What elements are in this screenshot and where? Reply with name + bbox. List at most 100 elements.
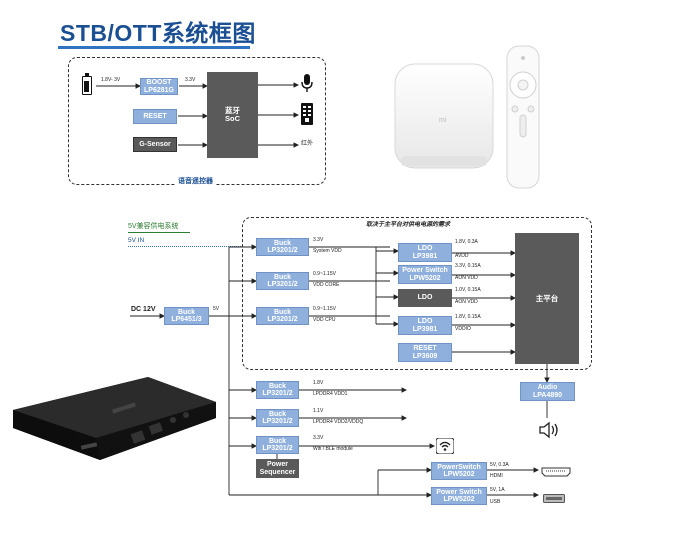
buck-line2: LP3201/2	[267, 281, 298, 288]
main-buck-converter: Buck LP6451/3	[164, 307, 209, 325]
ldo-line2: LP3981	[412, 325, 438, 333]
buck-voltage: 3.3V	[313, 237, 324, 243]
ldo-desc: VDDIO	[455, 326, 471, 332]
buck-desc: System VDD	[313, 248, 342, 254]
switch-line2: LPW5202	[443, 496, 475, 503]
ldo-voltage: 1.0V, 0.15A	[455, 287, 481, 293]
remote-caption: 语音遥控器	[176, 178, 215, 186]
power-section-title: 5V兼容供电系统	[128, 223, 179, 230]
buck-voltage: 0.9~1.15V	[313, 271, 336, 277]
title-underline	[58, 46, 250, 49]
audio-line2: LPA4890	[532, 391, 563, 399]
switch-desc: HDMI	[490, 473, 503, 479]
speaker-icon	[538, 421, 562, 439]
ldo-vddio: LDO LP3981	[398, 316, 452, 335]
ldo-aon: LDO	[398, 289, 452, 307]
boost-output-label: 3.3V	[185, 77, 196, 83]
bluetooth-soc-block: 蓝牙 SoC	[207, 72, 258, 158]
sequencer-line1: Power	[266, 461, 288, 469]
switch-voltage: 3.3V, 0.15A	[455, 263, 481, 269]
section-title-underline	[128, 232, 190, 233]
main-platform-power-box	[242, 217, 592, 370]
buck-line1: Buck	[273, 308, 292, 316]
mi-remote-image	[505, 45, 541, 190]
switch-desc: AON VDD	[455, 275, 478, 281]
keypad-icon	[301, 103, 313, 125]
buck-line1: Buck	[268, 382, 287, 390]
buck-line2: LP3201/2	[267, 247, 298, 254]
buck-line1: Buck	[268, 437, 287, 445]
main-buck-line2: LP6451/3	[171, 316, 202, 323]
buck-lpddr4-vdd1: Buck LP3201/2	[256, 381, 299, 399]
buck-line1: Buck	[273, 273, 292, 281]
switch-voltage: 5V, 1A	[490, 487, 505, 493]
reset-chip-line2: LP3609	[412, 352, 438, 360]
buck-voltage: 1.8V	[313, 380, 324, 386]
reset-chip-line1: RESET	[413, 345, 437, 353]
audio-line1: Audio	[537, 384, 558, 392]
set-top-box-image	[393, 60, 497, 172]
buck-desc: VDD CORE	[313, 282, 340, 288]
soc-line2: SoC	[225, 114, 240, 123]
infrared-label: 红外	[301, 141, 314, 147]
buck-desc: LPDDR4 VDD1	[313, 391, 348, 397]
ldo-voltage: 1.8V, 0.15A	[455, 314, 481, 320]
switch-line1: PowerSwitch	[437, 463, 481, 471]
buck-system-vdd: Buck LP3201/2	[256, 238, 309, 256]
reset-block: RESET	[133, 109, 177, 124]
vin-dotted-line	[128, 246, 243, 247]
page-title: STB/OTT系统框图	[60, 20, 256, 46]
gsensor-block: G-Sensor	[133, 137, 177, 152]
buck-desc: Wifi / BLE module	[313, 446, 353, 452]
ldo-voltage: 1.8V, 0.3A	[455, 239, 478, 245]
sequencer-line2: Sequencer	[259, 468, 296, 476]
vin-label: 5V IN	[128, 237, 145, 244]
gsensor-label: G-Sensor	[139, 140, 171, 148]
usb-port-icon	[543, 490, 565, 503]
ldo-line1: LDO	[417, 294, 433, 302]
switch-line1: Power Switch	[436, 488, 482, 496]
ldo-desc: AVDD	[455, 253, 469, 259]
battery-voltage-label: 1.8V- 3V	[101, 77, 121, 83]
ldo-line1: LDO	[417, 245, 433, 253]
switch-line2: LPW5202	[409, 274, 441, 282]
buck-line1: Buck	[273, 239, 292, 247]
hdmi-port-icon	[541, 464, 571, 477]
boost-line1: BOOST	[146, 79, 172, 87]
buck-line1: Buck	[268, 410, 287, 418]
wifi-icon	[435, 437, 455, 455]
power-sequencer: Power Sequencer	[256, 459, 299, 478]
switch-line2: LPW5202	[443, 471, 475, 478]
buck-vdd-core: Buck LP3201/2	[256, 272, 309, 290]
android-tv-box-image	[8, 372, 220, 466]
boost-converter: BOOST LP6281G	[140, 78, 178, 95]
audio-amplifier: Audio LPA4890	[520, 382, 575, 401]
dc-input-label: DC 12V	[131, 306, 156, 313]
buck-line2: LP3201/2	[262, 445, 293, 452]
switch-voltage: 5V, 0.3A	[490, 462, 509, 468]
buck-desc: VDD CPU	[313, 317, 336, 323]
microphone-icon	[300, 74, 314, 94]
power-switch-usb: Power Switch LPW5202	[431, 487, 487, 505]
reset-chip: RESET LP3609	[398, 343, 452, 362]
boost-line2: LP6281G	[144, 86, 174, 94]
soc-line1: 蓝牙	[225, 106, 240, 116]
main-platform-note: 取决于主平台对供电电源的需求	[366, 222, 451, 228]
buck-voltage: 3.3V	[313, 435, 324, 441]
reset-label: RESET	[143, 112, 167, 120]
switch-line1: Power Switch	[402, 267, 448, 275]
mi-logo: mi	[439, 117, 447, 124]
power-switch-hdmi: PowerSwitch LPW5202	[431, 462, 487, 480]
buck-line2: LP3201/2	[267, 316, 298, 323]
main-platform-block: 主平台	[515, 233, 579, 364]
buck-desc: LPDDR4 VDD2/VDDQ	[313, 419, 364, 425]
buck-line2: LP3201/2	[262, 390, 293, 397]
switch-desc: USB	[490, 499, 501, 505]
buck-wifi-ble: Buck LP3201/2	[256, 436, 299, 454]
battery-icon	[82, 73, 92, 95]
buck-vdd-cpu: Buck LP3201/2	[256, 307, 309, 325]
power-switch-aon: Power Switch LPW5202	[398, 265, 452, 284]
ldo-desc: AON VDD	[455, 299, 478, 305]
